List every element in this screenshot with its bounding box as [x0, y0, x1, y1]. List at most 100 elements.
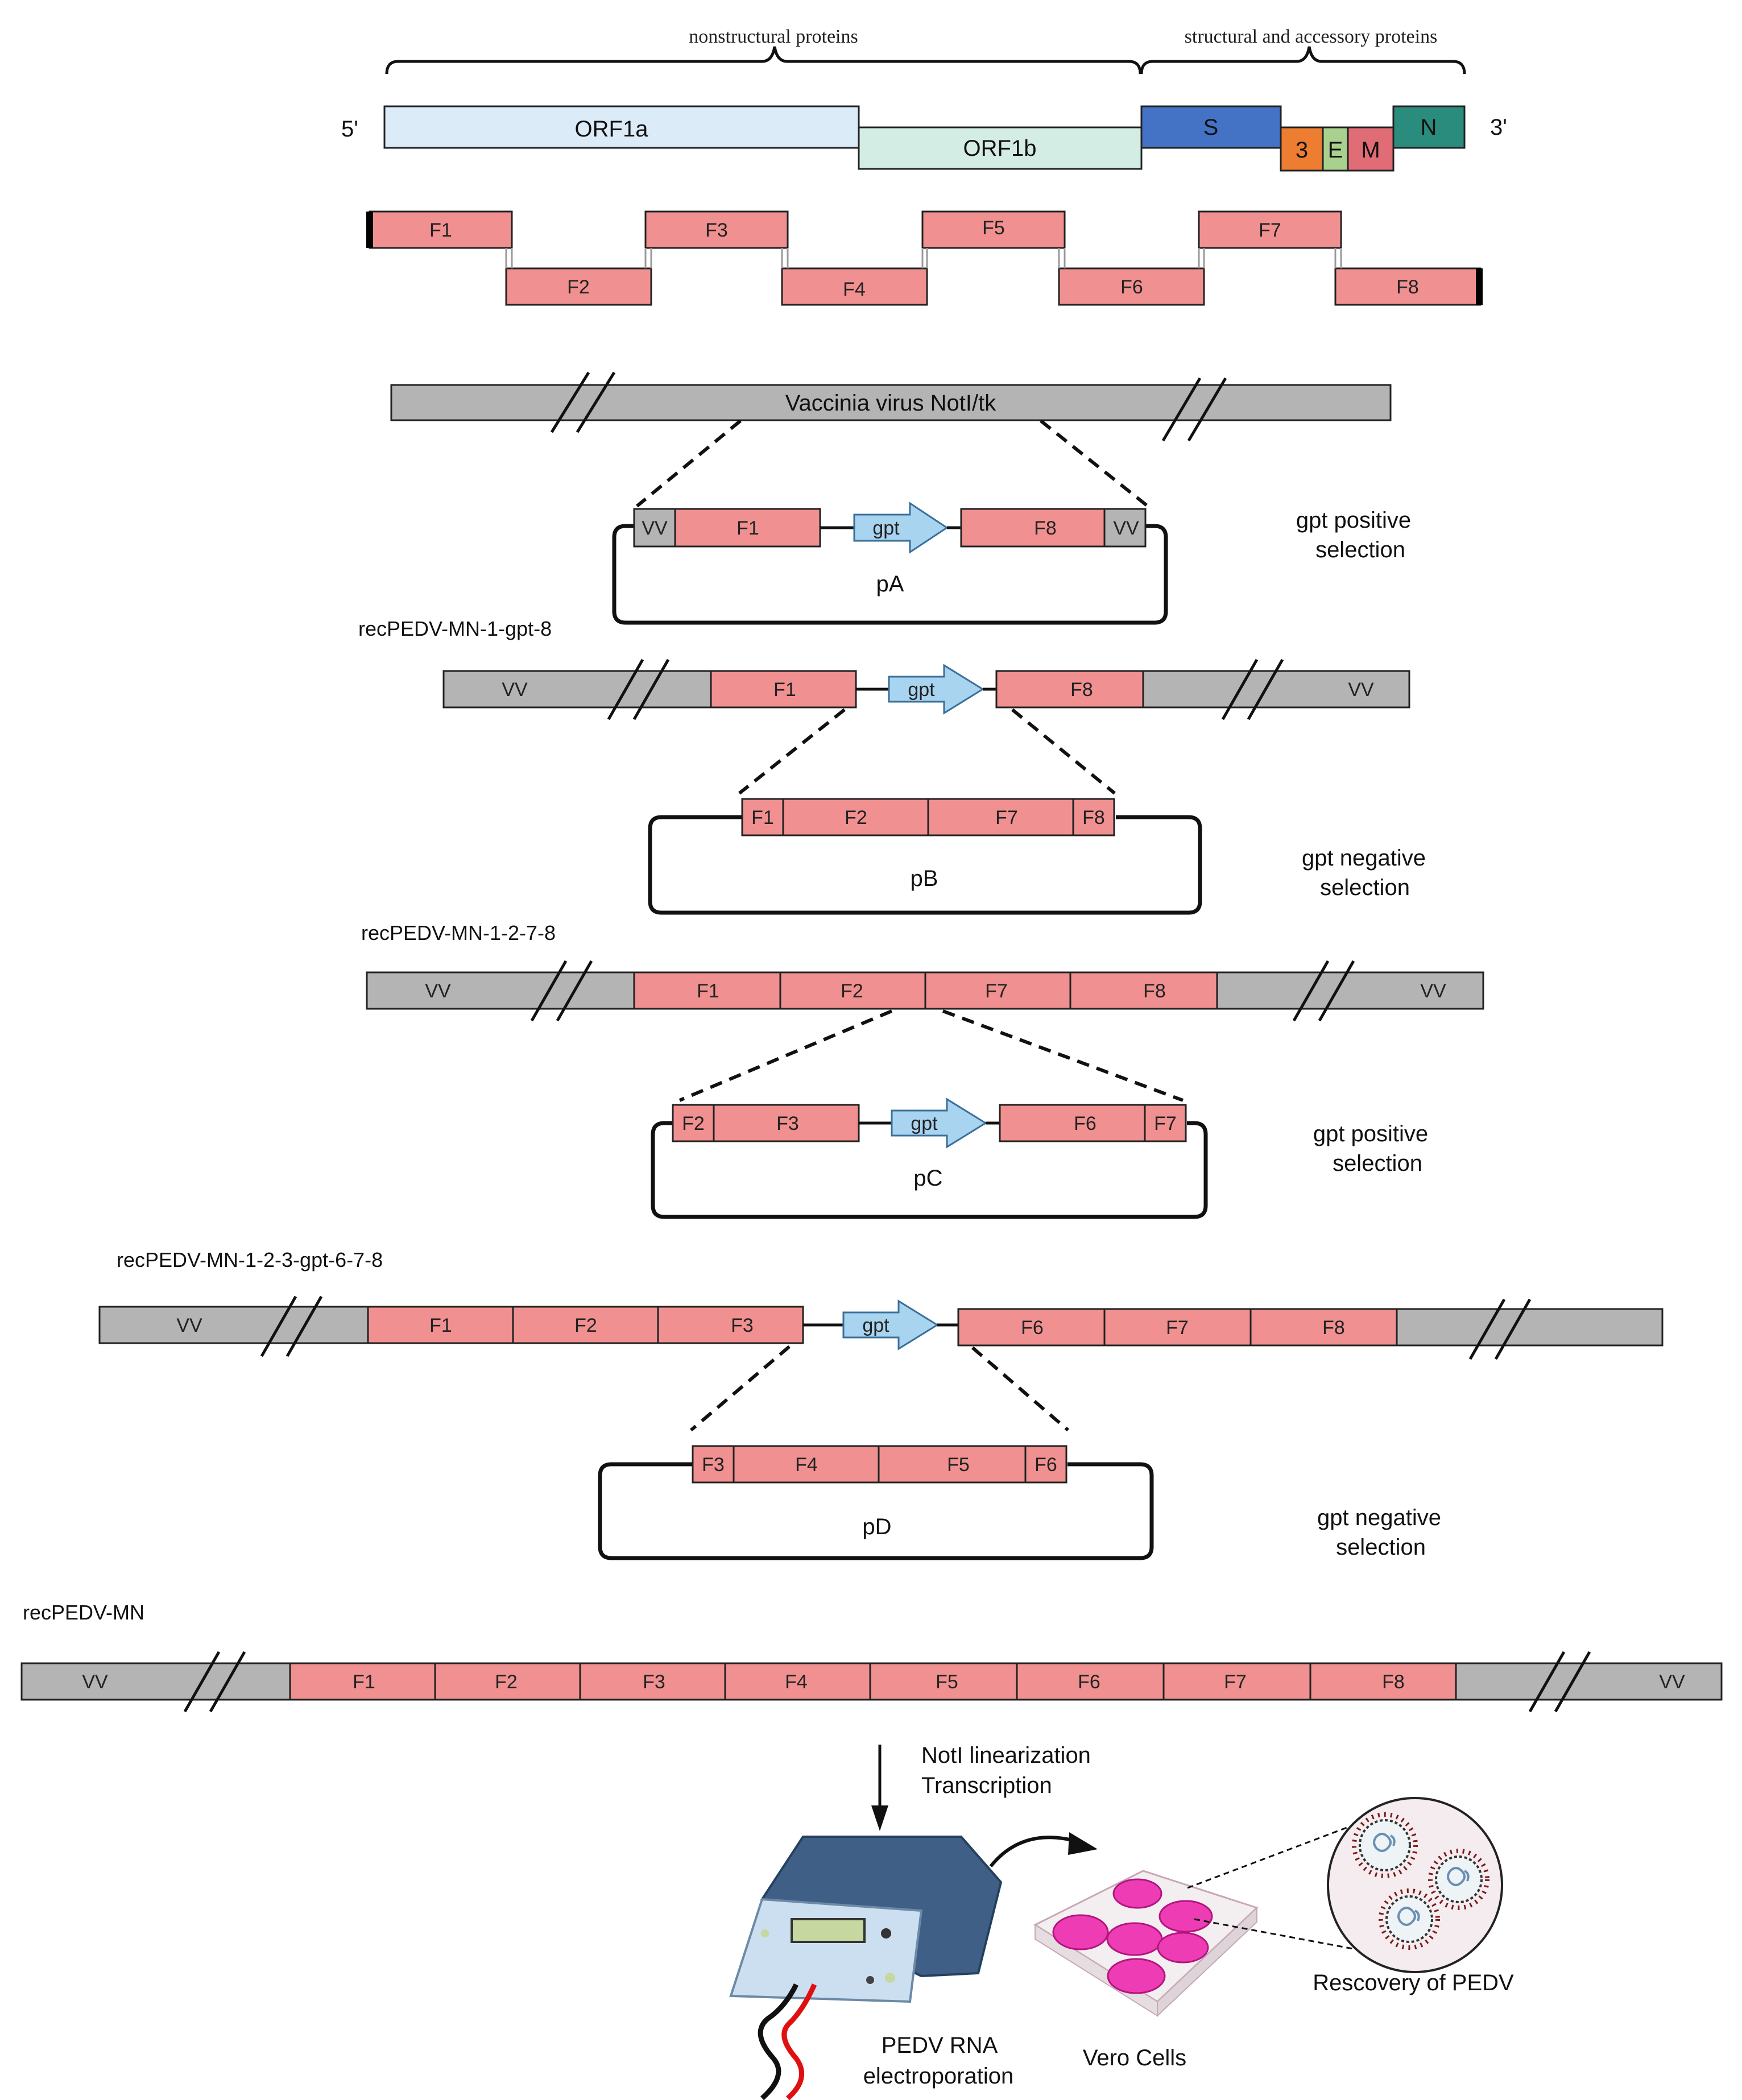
rec4-f8 — [1309, 1662, 1457, 1701]
rec1-gpt-arrow — [888, 664, 984, 715]
rec1-gpt-label: gpt — [908, 679, 935, 701]
rec3-f2 — [512, 1306, 659, 1344]
pc-gpt-arrow — [891, 1097, 987, 1149]
rec2-f1-label: F1 — [697, 980, 719, 1002]
selection-3-line-2: selection — [1333, 1151, 1422, 1176]
pc-f2 — [672, 1104, 715, 1142]
step-linearization: NotI linearization — [921, 1743, 1091, 1768]
rec4-f3-label: F3 — [643, 1671, 665, 1693]
orf3-label: 3 — [1296, 138, 1308, 163]
vaccinia-break-left — [550, 371, 616, 433]
pa-name: pA — [876, 571, 904, 597]
rec2-construct: VV F1 F2 F7 F8 VV — [366, 960, 1484, 1102]
pc-f6 — [999, 1104, 1146, 1142]
s-gene-box — [1140, 105, 1282, 149]
rec4-vv-left — [20, 1662, 291, 1701]
vaccinia-break-right — [1161, 377, 1227, 442]
fragment-staircase: F1 F3 F5 F7 F2 F4 F6 F8 — [366, 210, 1483, 306]
rec4-title: recPEDV-MN — [23, 1601, 144, 1624]
pd-f5 — [878, 1445, 1027, 1484]
rec1-vv-right-label: VV — [1348, 679, 1374, 701]
staircase-f6 — [1058, 267, 1205, 306]
electroporation-line-2: electroporation — [863, 2064, 1014, 2089]
s-gene-label: S — [1203, 115, 1219, 140]
step-transcription: Transcription — [921, 1773, 1052, 1798]
three-prime-label: 3' — [1490, 115, 1507, 140]
selection-1-line-2: selection — [1315, 537, 1405, 562]
plasmid-pa: VV F1 gpt F8 VV pA — [612, 502, 1168, 625]
overlap-lines — [505, 248, 1342, 268]
staircase-f7-label: F7 — [1259, 219, 1281, 241]
right-end-marker — [1476, 268, 1483, 305]
rec4-vv-left-label: VV — [82, 1671, 108, 1693]
rec3-f2-label: F2 — [574, 1315, 597, 1336]
vaccinia-label: Vaccinia virus NotI/tk — [785, 391, 996, 416]
pd-f4 — [733, 1445, 880, 1484]
n-gene-label: N — [1421, 115, 1437, 140]
rec1-vv-left-label: VV — [502, 679, 528, 701]
structural-label: structural and accessory proteins — [1185, 26, 1438, 47]
m-gene-label: M — [1361, 138, 1380, 163]
rec2-title: recPEDV-MN-1-2-7-8 — [361, 921, 556, 945]
plasmid-pd-loop — [598, 1462, 1154, 1560]
n-gene-box — [1392, 105, 1466, 149]
vaccinia-dash-left — [636, 419, 742, 508]
rec2-dash-left — [678, 1009, 893, 1102]
pd-f4-label: F4 — [795, 1454, 818, 1476]
rec3-vv-left-label: VV — [176, 1315, 202, 1336]
rec1-f1-label: F1 — [773, 679, 796, 701]
rec3-gpt-arrow — [842, 1299, 939, 1351]
staircase-f3 — [644, 210, 789, 249]
rec2-f8-label: F8 — [1143, 980, 1166, 1002]
rec3-construct: VV F1 F2 F3 gpt F6 F7 F8 — [98, 1295, 1664, 1432]
plasmid-pb: F1 F2 F7 F8 pB — [648, 798, 1202, 915]
selection-1-line-1: gpt positive — [1296, 508, 1411, 533]
pedv-virion-zoom-icon — [1327, 1797, 1503, 1973]
plasmid-pa-loop — [612, 524, 1168, 625]
plasmid-pd: F3 F4 F5 F6 pD — [598, 1445, 1154, 1560]
staircase-f2 — [505, 267, 652, 306]
pa-f8-label: F8 — [1034, 517, 1057, 539]
pb-f2-label: F2 — [845, 807, 867, 829]
rec3-break-left — [260, 1295, 323, 1357]
pa-gpt-arrow — [853, 502, 949, 554]
rec3-vv-left — [98, 1306, 369, 1344]
rec4-f7-label: F7 — [1224, 1671, 1247, 1693]
pc-f3-label: F3 — [776, 1113, 799, 1134]
pc-f6-label: F6 — [1074, 1113, 1096, 1134]
five-prime-label: 5' — [341, 117, 358, 142]
rec3-break-right — [1468, 1298, 1532, 1360]
selection-4-line-1: gpt negative — [1317, 1505, 1441, 1530]
rec2-vv-right — [1216, 971, 1484, 1010]
rec3-f6-label: F6 — [1021, 1317, 1044, 1339]
rec4-f5-label: F5 — [936, 1671, 958, 1693]
rec4-f6-label: F6 — [1078, 1671, 1100, 1693]
virion-1 — [1352, 1812, 1418, 1878]
pc-f7-label: F7 — [1154, 1113, 1177, 1134]
staircase-f6-label: F6 — [1120, 276, 1143, 298]
rec3-dash-left — [690, 1345, 791, 1432]
staircase-f4-label: F4 — [843, 279, 866, 300]
orf1a-label: ORF1a — [575, 117, 649, 142]
rec4-f1 — [289, 1662, 436, 1701]
rec1-dash-right — [1011, 708, 1116, 795]
rec1-dash-left — [738, 708, 846, 795]
pd-f5-label: F5 — [947, 1454, 970, 1476]
pb-f2 — [782, 798, 929, 836]
left-end-marker — [366, 212, 373, 248]
pc-f7 — [1144, 1104, 1187, 1142]
rec2-vv-right-label: VV — [1420, 980, 1446, 1002]
orf1a-box — [383, 105, 860, 149]
rec4-break-left — [183, 1651, 246, 1713]
pb-f8 — [1072, 798, 1115, 836]
vero-cells-label: Vero Cells — [1083, 2045, 1186, 2070]
rec3-f1 — [367, 1306, 514, 1344]
pa-f1 — [674, 508, 821, 548]
electroporation-line-1: PEDV RNA — [882, 2033, 998, 2058]
nonstructural-label: nonstructural proteins — [689, 26, 858, 47]
vero-cell-plate-icon — [1033, 1870, 1259, 2018]
rec3-f7-label: F7 — [1166, 1317, 1189, 1339]
pb-f7 — [927, 798, 1074, 836]
curved-arrow-head-icon — [1068, 1832, 1098, 1855]
